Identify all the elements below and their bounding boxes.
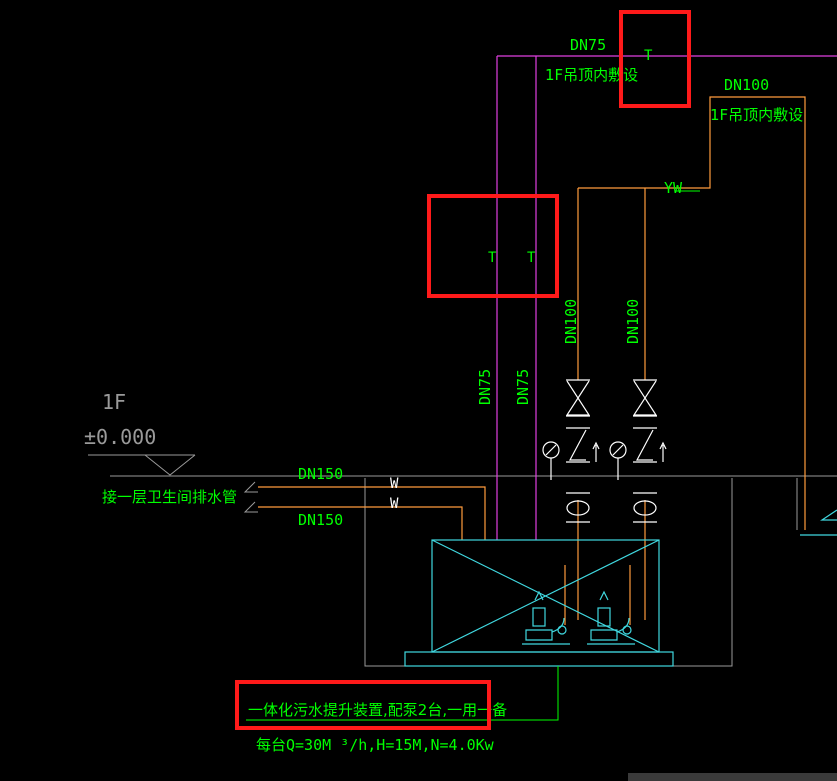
t-mark-left: T [488,250,497,266]
highlight-box-middle [427,194,559,298]
edge-fitting [800,509,837,536]
label-dn75-top: DN75 [570,36,606,54]
label-elevation: ±0.000 [84,425,156,449]
label-dn150-a: DN150 [298,465,343,483]
label-floor: 1F [102,390,126,414]
highlight-box-note [235,680,491,730]
label-vert-dn75-1: DN75 [476,369,494,405]
label-w-b: W [390,496,399,512]
label-spec-note: 每台Q=30M ³/h,H=15M,N=4.0Kw [256,736,495,754]
label-dn150-b: DN150 [298,511,343,529]
label-inlet-note: 接一层卫生间排水管 [102,488,237,506]
scroll-edge [628,773,837,781]
pump-right [587,590,635,645]
label-ceiling-2: 1F吊顶内敷设 [710,106,803,124]
label-ceiling-1: 1F吊顶内敷设 [545,66,638,84]
label-riser-a: DN100 [562,299,580,344]
label-dn100-top: DN100 [724,76,769,94]
t-mark-right: T [527,250,536,266]
valve-assembly-left [542,379,600,523]
label-vert-dn75-2: DN75 [514,369,532,405]
lifting-station-tank [404,539,674,667]
t-marks: T T T [488,48,653,266]
inlet-break-marks [243,481,258,513]
label-w-a: W [390,476,399,492]
highlight-boxes [235,10,691,730]
discharge-pipes [258,96,806,625]
leader-lines [246,190,700,721]
pump-left [522,590,570,645]
label-yw: YW [664,179,683,197]
labels: DN75 1F吊顶内敷设 DN100 1F吊顶内敷设 YW DN100 DN10… [102,36,803,754]
t-mark-top: T [644,48,653,64]
valve-assembly-right [609,379,667,523]
labels-white: 1F ±0.000 W W [84,390,399,512]
highlight-box-top [619,10,691,108]
label-device-note: 一体化污水提升装置,配泵2台,一用一备 [248,701,507,719]
label-riser-b: DN100 [624,299,642,344]
